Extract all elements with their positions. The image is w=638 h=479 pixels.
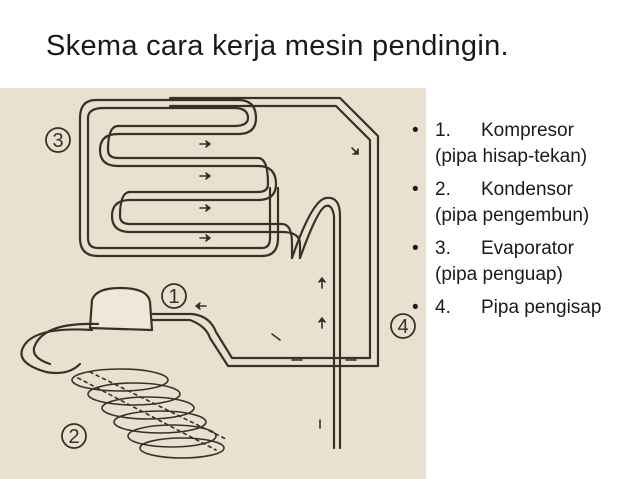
svg-text:2: 2 — [68, 426, 79, 448]
item-name: Kondensor — [481, 179, 573, 200]
legend-list: • 1. Kompresor (pipa hisap-tekan) • 2. Kon… — [410, 118, 638, 328]
flow-arrows — [195, 140, 359, 429]
compressor — [20, 286, 154, 375]
item-number: 1. — [435, 120, 451, 141]
svg-text:1: 1 — [168, 286, 179, 308]
svg-text:4: 4 — [397, 316, 408, 338]
bullet-icon: • — [412, 297, 419, 318]
list-item: • 2. Kondensor (pipa pengembun) — [410, 177, 638, 229]
suction-pipe — [148, 96, 380, 450]
item-description: (pipa hisap-tekan) — [435, 146, 588, 167]
condenser-coil — [71, 368, 229, 459]
list-item: • 3. Evaporator (pipa penguap) — [410, 236, 638, 288]
diagram-drawing: 3 1 4 2 — [20, 96, 416, 459]
refrigeration-diagram: 3 1 4 2 — [0, 88, 426, 479]
item-number: 3. — [435, 238, 451, 259]
item-description: (pipa pengembun) — [435, 205, 590, 226]
slide-title: Skema cara kerja mesin pendingin. — [46, 30, 509, 62]
item-name: Kompresor — [481, 120, 574, 141]
evaporator-coil — [78, 98, 302, 260]
item-number: 4. — [435, 297, 451, 318]
svg-text:3: 3 — [52, 130, 63, 152]
item-number: 2. — [435, 179, 451, 200]
bullet-icon: • — [412, 120, 419, 141]
callout-4: 4 — [390, 313, 416, 339]
callout-3: 3 — [45, 127, 71, 153]
item-description: (pipa penguap) — [435, 264, 563, 285]
bullet-icon: • — [412, 238, 419, 259]
list-item: • 4. Pipa pengisap — [410, 295, 638, 321]
item-name: Pipa pengisap — [481, 297, 602, 318]
callout-2: 2 — [61, 423, 87, 449]
item-name: Evaporator — [481, 238, 574, 259]
callout-1: 1 — [161, 283, 187, 309]
list-item: • 1. Kompresor (pipa hisap-tekan) — [410, 118, 638, 170]
bullet-icon: • — [412, 179, 419, 200]
